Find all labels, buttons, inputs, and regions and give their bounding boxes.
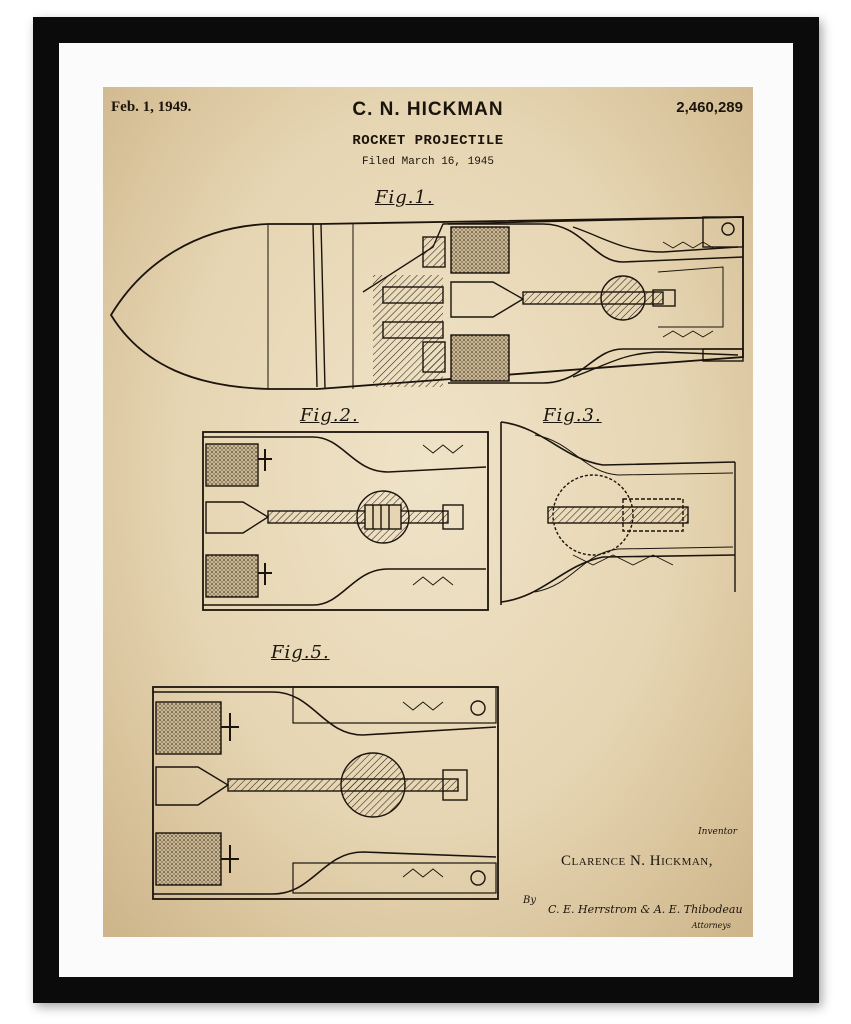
patent-title: ROCKET PROJECTILE: [352, 133, 504, 149]
inventor-name: Clarence N. Hickman,: [560, 853, 713, 869]
inventor-caption: Inventor: [698, 827, 737, 837]
attorneys-caption: Attorneys: [691, 921, 731, 930]
inventor-header: C. N. HICKMAN: [352, 99, 504, 120]
patent-date: Feb. 1, 1949.: [111, 99, 192, 115]
figure-2-label: Fig.2.: [300, 405, 359, 426]
patent-drawing: [109, 216, 744, 900]
patent-number: 2,460,289: [676, 99, 743, 116]
figure-3-label: Fig.3.: [543, 405, 602, 426]
figure-2-drawing: [202, 431, 489, 611]
figure-1-label: Fig.1.: [375, 187, 434, 208]
patent-print: Feb. 1, 1949. C. N. HICKMAN 2,460,289 RO…: [103, 87, 753, 937]
figure-5-label: Fig.5.: [271, 642, 330, 663]
attorneys-signature: C. E. Herrstrom & A. E. Thibodeau: [548, 903, 743, 916]
filed-date: Filed March 16, 1945: [361, 156, 495, 168]
by-caption: By: [523, 895, 536, 906]
figure-1-drawing: [109, 216, 744, 390]
figure-3-drawing: [500, 421, 736, 605]
figure-5-drawing: [152, 686, 499, 900]
